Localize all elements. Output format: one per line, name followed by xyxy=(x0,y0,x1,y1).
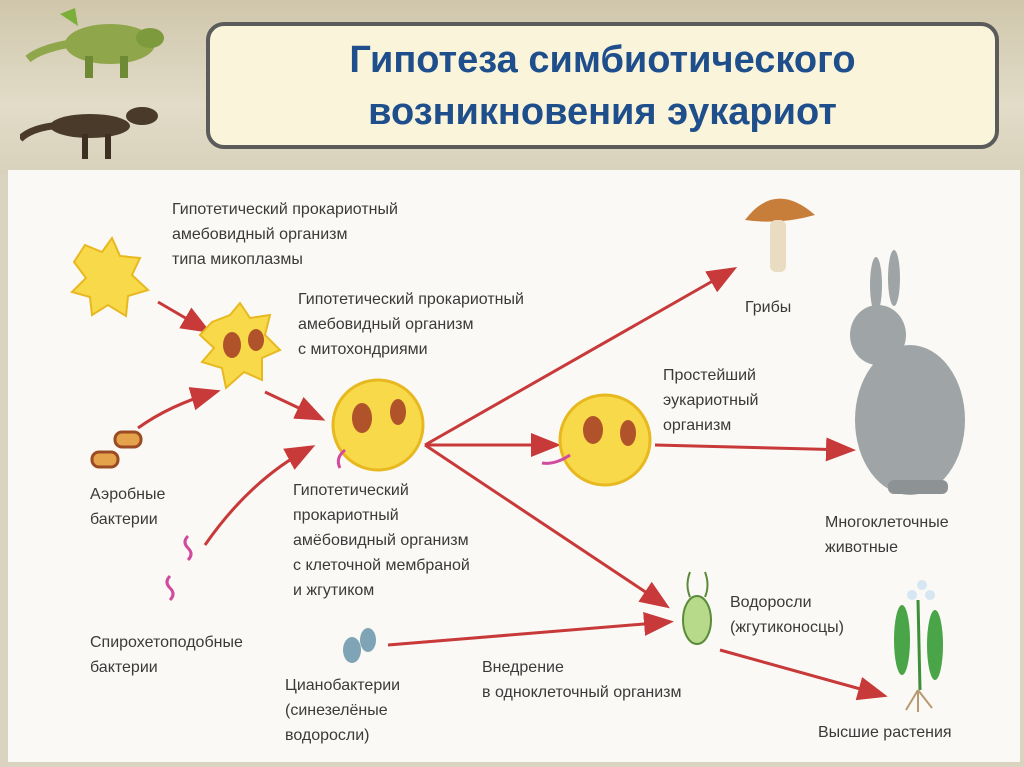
label-line: Аэробные xyxy=(90,482,165,507)
label-plants: Высшие растения xyxy=(818,720,952,745)
label-cyanobacteria: Цианобактерии (синезелёные водоросли) xyxy=(285,673,400,748)
mitochondrion-icon xyxy=(248,329,264,351)
hare-icon xyxy=(850,250,965,495)
label-mycoplasma: Гипотетический прокариотный амебовидный … xyxy=(172,197,398,272)
mushroom-icon xyxy=(745,199,815,272)
mitochondrion-icon xyxy=(620,420,636,446)
lily-of-valley-icon xyxy=(894,580,943,712)
label-line: организм xyxy=(663,413,758,438)
label-fungi: Грибы xyxy=(745,295,791,320)
label-line: Гипотетический прокариотный xyxy=(172,197,398,222)
algae-icon xyxy=(683,572,711,644)
arrow-mycoplasma-to-mito xyxy=(158,302,206,330)
label-membrane-organism: Гипотетический прокариотный амёбовидный … xyxy=(293,478,470,603)
label-line: Спирохетоподобные xyxy=(90,630,243,655)
label-line: Внедрение xyxy=(482,655,681,680)
label-line: амебовидный организм xyxy=(172,222,398,247)
label-introduction: Внедрение в одноклеточный организм xyxy=(482,655,681,705)
mitochondrion-icon xyxy=(223,332,241,358)
spirochete-icon xyxy=(185,536,191,560)
mycoplasma-cell-icon xyxy=(72,238,148,316)
label-line: с митохондриями xyxy=(298,337,524,362)
label-line: эукариотный xyxy=(663,388,758,413)
mitochondrion-icon xyxy=(352,403,372,433)
label-line: Гипотетический xyxy=(293,478,470,503)
label-line: прокариотный xyxy=(293,503,470,528)
cyanobacterium-icon xyxy=(343,637,361,663)
arrow-protist-to-animals xyxy=(655,445,850,450)
label-aerobic: Аэробные бактерии xyxy=(90,482,165,532)
label-line: амебовидный организм xyxy=(298,312,524,337)
label-line: амёбовидный организм xyxy=(293,528,470,553)
aerobic-bacterium-icon xyxy=(92,452,118,467)
label-animals: Многоклеточные животные xyxy=(825,510,949,560)
label-line: в одноклеточный организм xyxy=(482,680,681,705)
arrow-algae-to-plants xyxy=(720,650,882,695)
flagellum-icon xyxy=(338,450,345,468)
label-line: (жгутиконосцы) xyxy=(730,615,844,640)
arrow-mito-to-membrane xyxy=(265,392,320,418)
aerobic-bacterium-icon xyxy=(115,432,141,447)
spirochete-icon xyxy=(167,576,173,600)
protist-cell-icon xyxy=(560,395,650,485)
label-line: Водоросли xyxy=(730,590,844,615)
label-line: Цианобактерии xyxy=(285,673,400,698)
membrane-organism-cell-icon xyxy=(333,380,423,470)
label-line: Простейший xyxy=(663,363,758,388)
arrow-aerobic-to-mito xyxy=(138,392,215,428)
label-spirochete: Спирохетоподобные бактерии xyxy=(90,630,243,680)
label-line: Гипотетический прокариотный xyxy=(298,287,524,312)
mitochondrion-icon xyxy=(390,399,406,425)
label-line: с клеточной мембраной xyxy=(293,553,470,578)
label-algae: Водоросли (жгутиконосцы) xyxy=(730,590,844,640)
mitochondrion-icon xyxy=(583,416,603,444)
label-line: и жгутиком xyxy=(293,578,470,603)
label-mito-organism: Гипотетический прокариотный амебовидный … xyxy=(298,287,524,362)
label-line: бактерии xyxy=(90,655,243,680)
label-line: водоросли) xyxy=(285,723,400,748)
cyanobacterium-icon xyxy=(360,628,376,652)
label-line: (синезелёные xyxy=(285,698,400,723)
label-line: типа микоплазмы xyxy=(172,247,398,272)
label-line: животные xyxy=(825,535,949,560)
label-line: бактерии xyxy=(90,507,165,532)
label-line: Многоклеточные xyxy=(825,510,949,535)
arrow-cyano-to-algae xyxy=(388,622,668,645)
label-protist: Простейший эукариотный организм xyxy=(663,363,758,438)
